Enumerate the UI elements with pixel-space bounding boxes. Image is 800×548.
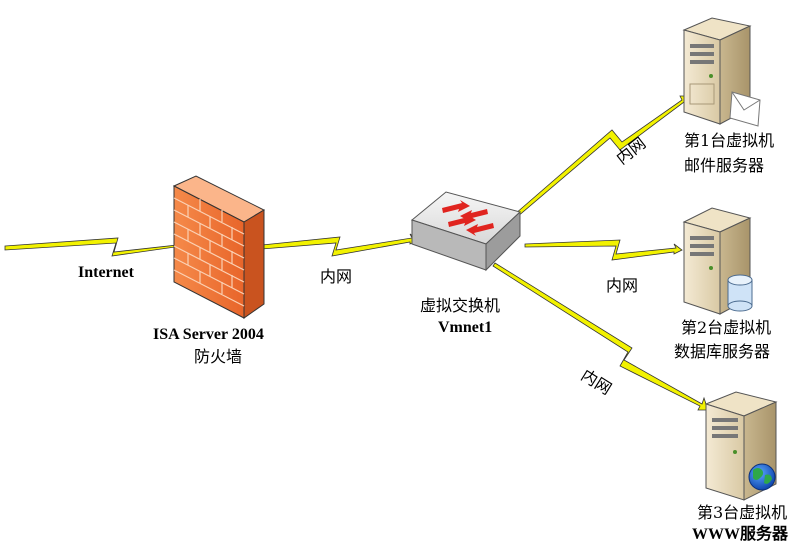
firewall-icon <box>172 175 266 319</box>
switch-vm1-link <box>514 95 691 218</box>
internet-link <box>4 236 191 257</box>
link-label-fw-switch: 内网 <box>320 267 353 286</box>
switch-name: 虚拟交换机 <box>420 296 501 315</box>
server-3-line1: 第3台虚拟机 <box>697 503 788 522</box>
server-2-line1: 第2台虚拟机 <box>681 318 772 337</box>
globe-icon <box>748 463 776 491</box>
link-label-switch-vm2: 内网 <box>606 276 639 295</box>
switch-subtitle: Vmnet1 <box>438 319 493 336</box>
server-icon-1 <box>682 17 761 127</box>
switch-vm3-link <box>492 262 709 411</box>
fw-switch-link <box>261 233 419 257</box>
firewall-name: ISA Server 2004 <box>153 326 264 343</box>
lightning-links <box>4 95 709 411</box>
envelope-icon <box>729 91 761 127</box>
switch-vm2-link <box>524 239 683 261</box>
firewall-subtitle: 防火墙 <box>194 347 243 366</box>
internet-label: Internet <box>78 264 134 281</box>
server-3-line2: WWW服务器 <box>692 526 789 543</box>
server-1-line2: 邮件服务器 <box>684 156 765 175</box>
server-icon-3 <box>704 391 778 501</box>
switch-icon <box>410 191 521 272</box>
database-icon <box>727 274 753 312</box>
server-2-line2: 数据库服务器 <box>674 342 771 361</box>
server-1-line1: 第1台虚拟机 <box>684 131 775 150</box>
server-icon-2 <box>682 207 753 315</box>
